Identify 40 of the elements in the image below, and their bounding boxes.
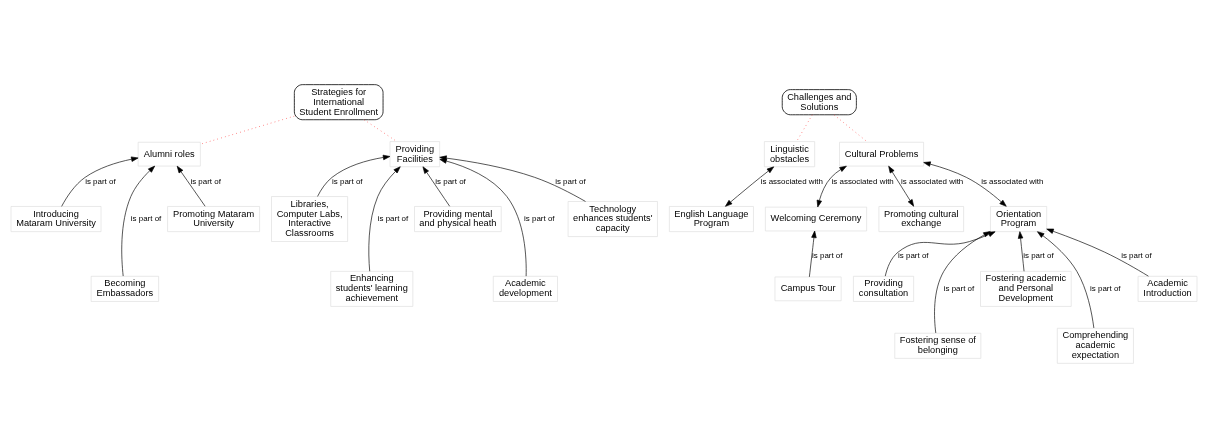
node-box: Alumni roles xyxy=(137,141,201,166)
arrow xyxy=(1017,230,1025,272)
node-box: Providing Facilities xyxy=(389,140,440,167)
node-box: Promoting Mataram University xyxy=(167,205,260,232)
node-box: Introducing Mataram University xyxy=(10,205,102,232)
arrow xyxy=(934,230,991,333)
arrow xyxy=(422,165,450,207)
node-box: Providing consultation xyxy=(853,275,914,302)
arrow xyxy=(121,165,156,276)
node-box: Enhancing students' learning achievement xyxy=(330,270,414,307)
node-box: Libraries, Computer Labs, Interactive Classrooms xyxy=(271,195,348,242)
node-box: Strategies for International Student Enrollment xyxy=(293,83,384,120)
arrow xyxy=(1046,228,1149,276)
node-box: Challenges and Solutions xyxy=(781,88,857,115)
node-box: Technology enhances students' capacity xyxy=(567,200,658,237)
node-box: Orientation Program xyxy=(990,205,1048,232)
arrow xyxy=(61,156,139,207)
node-box: Linguistic obstacles xyxy=(764,140,815,167)
arrow xyxy=(176,165,206,207)
node-box: Becoming Embassadors xyxy=(90,275,159,302)
node-box: Fostering sense of belonging xyxy=(894,332,982,359)
arrow xyxy=(368,165,401,272)
arrow xyxy=(1037,230,1095,328)
node-box: Welcoming Ceremony xyxy=(765,206,867,231)
node-box: Fostering academic and Personal Development xyxy=(980,270,1072,307)
arrow xyxy=(923,161,1007,207)
node-box: Academic Introduction xyxy=(1137,275,1198,302)
node-box: Cultural Problems xyxy=(839,141,924,166)
node-box: Promoting cultural exchange xyxy=(878,205,964,232)
node-box: Campus Tour xyxy=(774,276,842,301)
node-box: Comprehending academic expectation xyxy=(1057,327,1134,364)
node-box: English Language Program xyxy=(669,205,754,232)
arrow xyxy=(888,165,915,207)
arrow xyxy=(809,230,817,277)
arrow xyxy=(816,165,847,207)
arrow xyxy=(317,154,391,197)
node-box: Providing mental and physical heath xyxy=(414,205,502,232)
arrow xyxy=(725,166,775,207)
arrow xyxy=(884,230,996,276)
node-box: Academic development xyxy=(492,275,558,302)
